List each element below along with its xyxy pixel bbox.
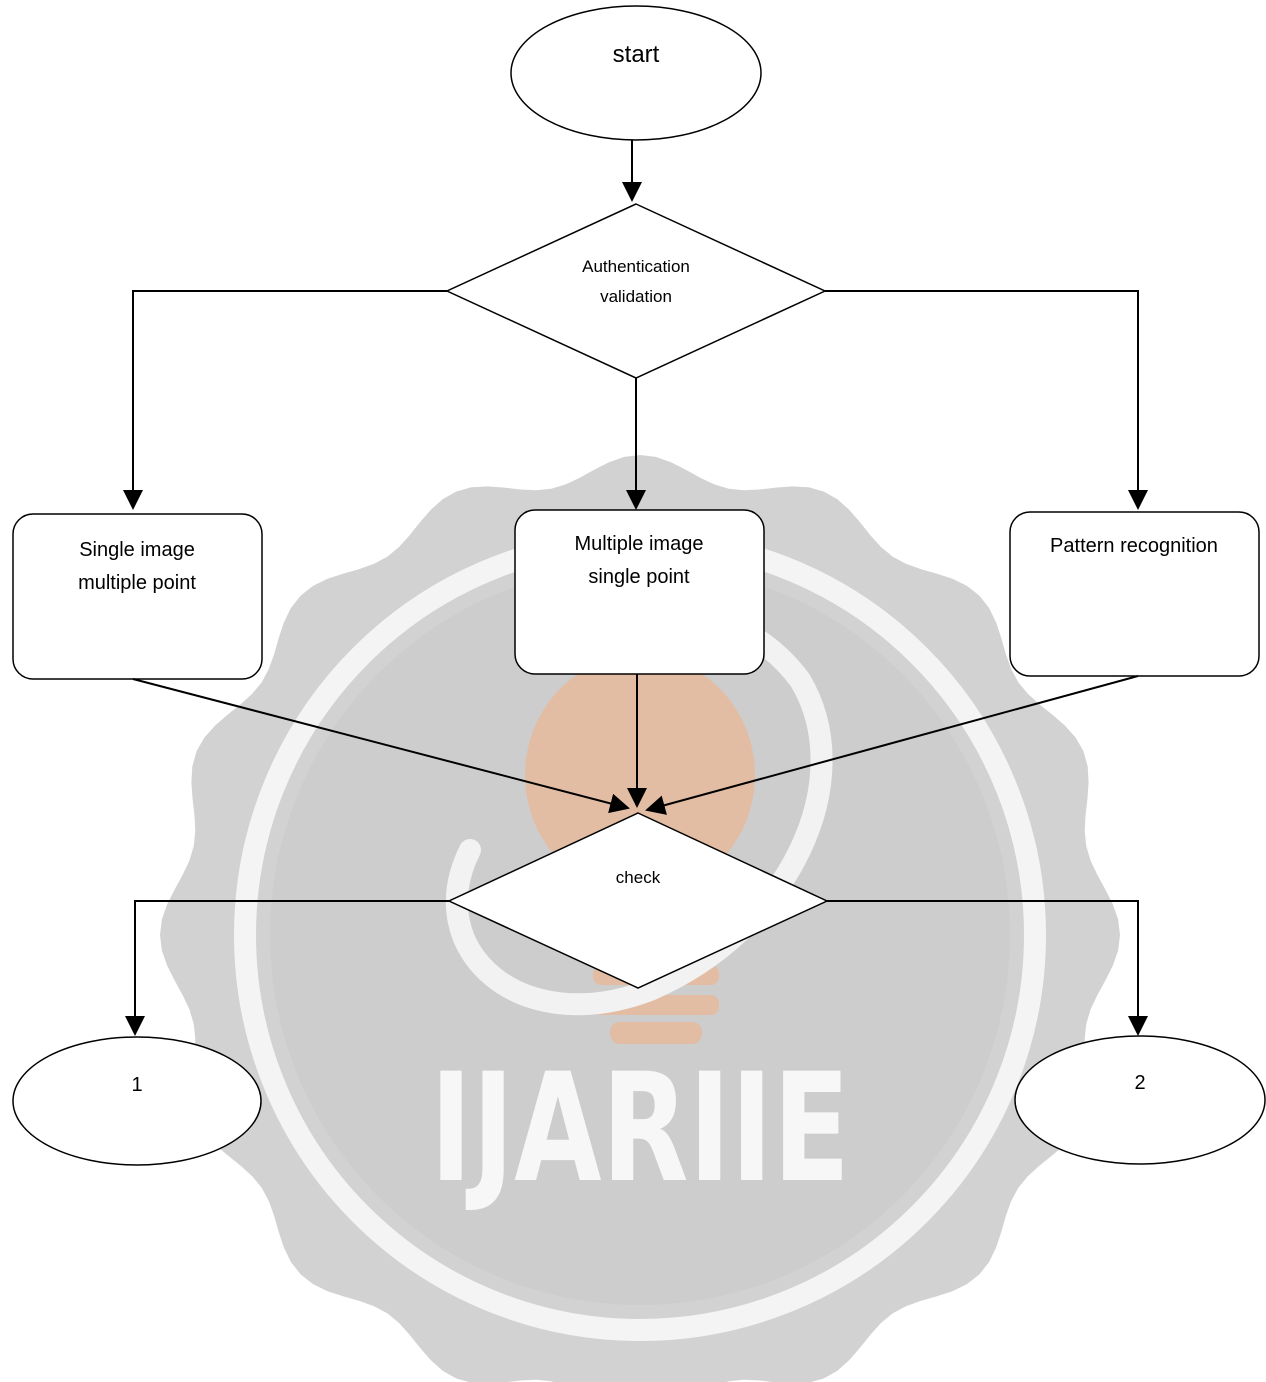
- box-pattern-recognition-label: Pattern recognition: [1050, 535, 1218, 557]
- start-label: start: [613, 41, 660, 68]
- arrow-decision-to-left: [123, 290, 447, 510]
- end-node-1: 1: [12, 1036, 262, 1166]
- arrow-decision-to-right: [825, 290, 1148, 510]
- arrow-check-to-1: [125, 900, 449, 1036]
- watermark-bulb: [525, 655, 755, 895]
- end-label-1: 1: [131, 1074, 142, 1096]
- end-oval-2: [1014, 1035, 1266, 1165]
- decision-label-line-2: validation: [600, 287, 672, 306]
- box-single-image-line-2: multiple point: [78, 572, 196, 594]
- box-multiple-image-line-1: Multiple image: [575, 533, 704, 555]
- check-diamond: [447, 812, 829, 989]
- box-single-image-shape: [12, 513, 263, 680]
- box-single-image-line-1: Single image: [79, 539, 195, 561]
- arrow-check-to-2: [827, 900, 1148, 1036]
- watermark-bulb-base-3: [610, 1022, 702, 1044]
- check-label: check: [616, 868, 661, 887]
- decision-node: Authentication validation: [445, 203, 827, 379]
- arrow-right-to-check: [645, 675, 1139, 815]
- end-node-2: 2: [1014, 1035, 1266, 1165]
- arrow-left-to-check: [132, 678, 630, 814]
- end-oval-1: [12, 1036, 262, 1166]
- box-multiple-image-line-2: single point: [588, 566, 690, 588]
- start-oval: [510, 5, 762, 141]
- watermark-text: IJARIIE: [430, 1042, 850, 1216]
- start-node: start: [510, 5, 762, 141]
- box-single-image: Single image multiple point: [12, 513, 263, 680]
- check-node: check: [447, 812, 829, 989]
- decision-label-line-1: Authentication: [582, 257, 690, 276]
- box-multiple-image: Multiple image single point: [514, 509, 765, 675]
- end-label-2: 2: [1134, 1072, 1145, 1094]
- box-pattern-recognition: Pattern recognition: [1009, 511, 1260, 677]
- box-multiple-image-shape: [514, 509, 765, 675]
